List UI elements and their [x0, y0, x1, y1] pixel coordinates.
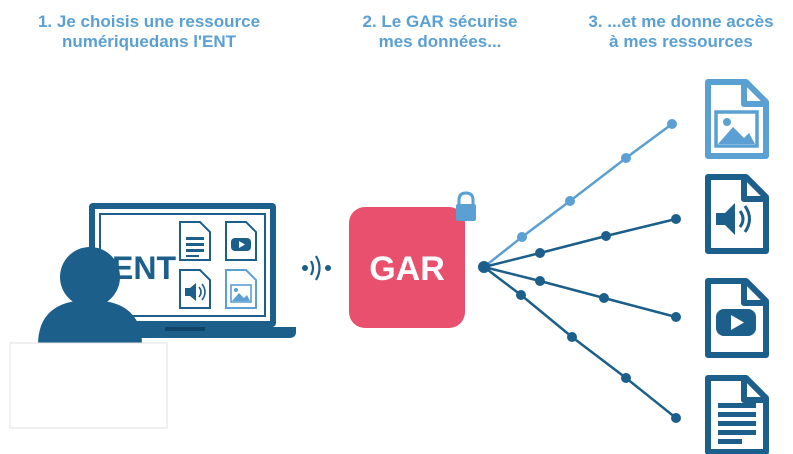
- image-file-icon: [705, 79, 769, 159]
- step-3-line-1: 3. ...et me donne accès: [588, 12, 774, 31]
- video-file-icon: [705, 278, 769, 358]
- ent-label: ENT: [112, 250, 176, 286]
- step-3-title: 3. ...et me donne accès à mes ressources: [570, 12, 792, 52]
- lock-icon: [456, 191, 476, 221]
- blank-overlay-box: [9, 342, 168, 429]
- gar-box: [349, 207, 465, 328]
- document-file-icon: [705, 375, 769, 454]
- step-3-line-2: à mes ressources: [609, 32, 753, 51]
- audio-file-icon: [705, 174, 769, 254]
- step-2-line-2: mes données...: [378, 32, 502, 51]
- mini-image-icon: [225, 269, 257, 309]
- gar-label: GAR: [369, 250, 445, 288]
- mini-document-icon: [179, 221, 211, 261]
- connection-to-video: [483, 265, 681, 322]
- user-silhouette-icon: [38, 247, 142, 345]
- connection-to-document: [483, 266, 681, 423]
- step-2-title: 2. Le GAR sécurise mes données...: [340, 12, 540, 52]
- mini-video-icon: [225, 221, 257, 261]
- mini-audio-icon: [179, 269, 211, 309]
- step-1-line-2: numériquedans l'ENT: [61, 32, 237, 51]
- step-1-title: 1. Je choisis une ressource numériquedan…: [18, 12, 280, 52]
- wifi-signal-icon: [302, 255, 331, 281]
- step-2-line-1: 2. Le GAR sécurise: [362, 12, 518, 31]
- connection-to-audio: [483, 214, 681, 269]
- hub-node: [478, 261, 490, 273]
- connection-to-image: [483, 119, 677, 268]
- step-1-line-1: 1. Je choisis une ressource: [37, 12, 261, 31]
